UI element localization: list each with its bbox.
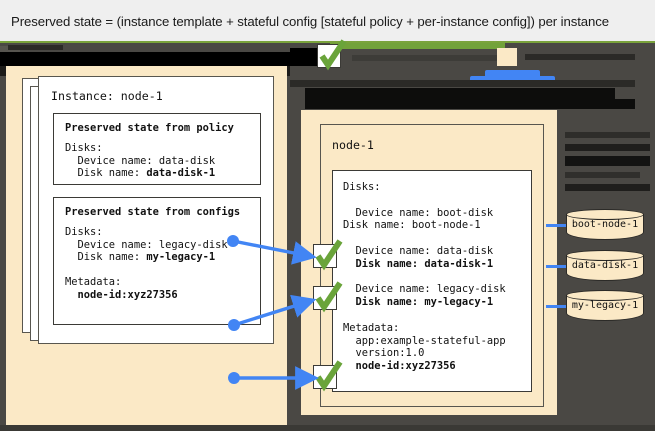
entry-2-device: Device name: legacy-disk (355, 283, 506, 296)
redaction-bar (290, 48, 318, 66)
configs-metadata-text: Metadata: (65, 276, 122, 288)
check-mark-icon (317, 39, 347, 71)
entry-0-device: Device name: boot-disk (355, 206, 494, 219)
metadata-2: node-id:xyz27356 (355, 360, 456, 373)
check-mark-icon (313, 360, 343, 392)
disk-cylinder-top (566, 290, 644, 301)
preserved-state-from-configs-disks: Disks: Device name: legacy-disk Disk nam… (65, 226, 228, 264)
preserved-state-from-configs-box: Preserved state from configs Disks: Devi… (53, 197, 261, 325)
configs-metadata-value: node-id:xyz27356 (77, 288, 178, 301)
redaction-bar (525, 54, 635, 60)
redaction-bar (565, 156, 650, 166)
redaction-bar (290, 80, 635, 87)
check-mark-icon (313, 281, 343, 313)
configs-disk-name-value: my-legacy-1 (146, 251, 216, 264)
check-mark-icon (313, 239, 343, 271)
node-title: node-1 (332, 138, 374, 152)
redaction-bar (305, 88, 615, 100)
metadata-0: app:example-stateful-app (355, 334, 506, 347)
green-divider-rule (0, 41, 655, 43)
disk-cylinder-icon: boot-node-1 (566, 209, 644, 242)
redaction-bar (565, 172, 640, 178)
preserved-state-from-policy-box: Preserved state from policy Disks: Devic… (53, 113, 261, 185)
redaction-bar (565, 144, 650, 151)
disk-cylinder-icon: data-disk-1 (566, 250, 644, 283)
node-details-text: Disks: Device name: boot-disk Disk name:… (343, 181, 506, 373)
instance-label: Instance: node-1 (51, 89, 163, 103)
disk-cylinder-icon: my-legacy-1 (566, 290, 644, 323)
preserved-state-from-policy-body: Disks: Device name: data-disk Disk name:… (65, 142, 215, 180)
redaction-bar (470, 76, 555, 82)
entry-1-disk: Disk name: data-disk-1 (355, 257, 494, 270)
redaction-bar (0, 52, 310, 66)
disk-connector-line (546, 305, 568, 308)
bottom-strip (0, 425, 655, 431)
disk-connector-line (546, 265, 568, 268)
disk-cylinder-top (566, 250, 644, 261)
disk-label: boot-node-1 (571, 219, 639, 230)
metadata-1: version:1.0 (355, 347, 425, 360)
redaction-bar (565, 184, 650, 191)
policy-body-text: Disks: Device name: data-disk Disk name: (65, 142, 216, 180)
entry-1-device: Device name: data-disk (355, 244, 494, 257)
metadata-label: Metadata: (343, 321, 400, 334)
disks-label: Disks: (343, 181, 381, 193)
instance-card: Instance: node-1 Preserved state from po… (38, 76, 274, 344)
green-highlight-bar (330, 43, 505, 49)
redaction-bar (565, 132, 650, 138)
disk-cylinder-top (566, 209, 644, 220)
node-entry-list: Device name: boot-disk Disk name: boot-n… (343, 207, 506, 309)
preserved-state-from-configs-header: Preserved state from configs (65, 206, 241, 218)
node-details-box: Disks: Device name: boot-disk Disk name:… (332, 170, 532, 392)
disk-connector-line (546, 224, 568, 227)
policy-disk-name-value: data-disk-1 (146, 167, 216, 180)
disk-label: my-legacy-1 (571, 300, 639, 311)
redaction-bar (8, 45, 63, 50)
configs-disks-text: Disks: Device name: legacy-disk Disk nam… (65, 226, 228, 264)
disk-label: data-disk-1 (571, 260, 639, 271)
entry-0-disk: Disk name: boot-node-1 (343, 219, 481, 232)
entry-1-disk-wrap (343, 258, 356, 270)
redaction-bar (485, 70, 540, 79)
redaction-bar (0, 46, 20, 55)
redaction-bar (305, 99, 635, 109)
redaction-bar (497, 48, 517, 66)
entry-2-disk: Disk name: my-legacy-1 (355, 296, 494, 309)
preserved-state-from-configs-metadata: Metadata: node-id:xyz27356 (65, 276, 178, 301)
preserved-state-from-policy-header: Preserved state from policy (65, 122, 234, 134)
redaction-bar (352, 55, 497, 61)
page-title: Preserved state = (instance template + s… (0, 0, 655, 42)
